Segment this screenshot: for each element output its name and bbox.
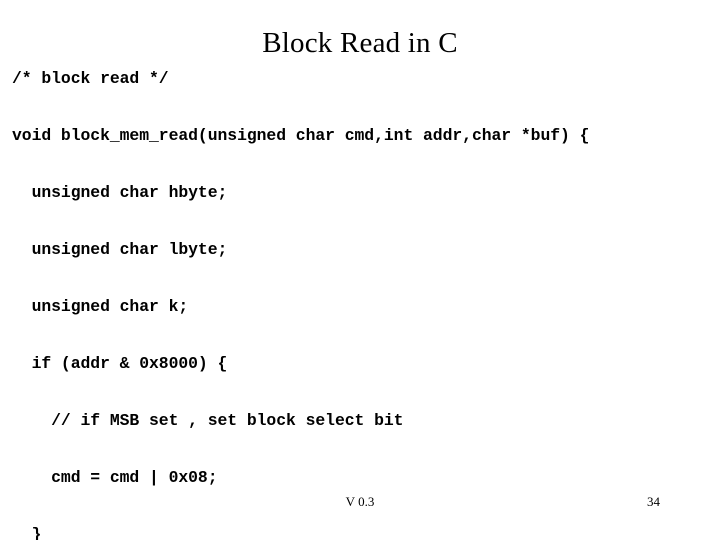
code-line: if (addr & 0x8000) {	[12, 354, 228, 373]
code-line: unsigned char hbyte;	[12, 183, 228, 202]
footer-page-number: 34	[647, 494, 660, 509]
page-title: Block Read in C	[262, 27, 458, 59]
code-line: unsigned char lbyte;	[12, 240, 228, 259]
code-line: /* block read */	[12, 69, 169, 88]
code-line: cmd = cmd | 0x08;	[12, 468, 218, 487]
footer-version-label: V 0.3	[345, 494, 375, 509]
code-line: }	[12, 525, 42, 540]
code-listing: /* block read */ void block_mem_read(uns…	[12, 31, 712, 540]
code-line: // if MSB set , set block select bit	[12, 411, 404, 430]
code-line: unsigned char k;	[12, 297, 189, 316]
code-line: void block_mem_read(unsigned char cmd,in…	[12, 126, 590, 145]
